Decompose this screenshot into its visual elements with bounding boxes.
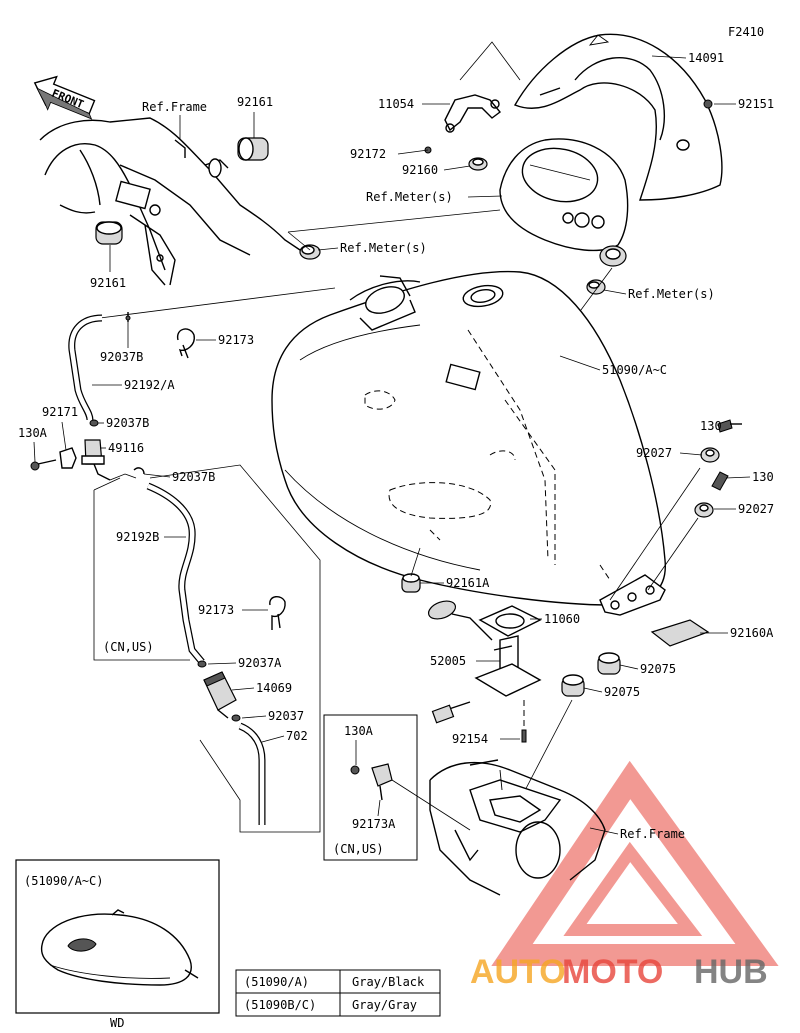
table-row-1-color: Gray/Black: [352, 975, 425, 989]
label-92037: 92037: [268, 709, 304, 723]
label-ref-frame-bottom: Ref.Frame: [620, 827, 685, 841]
label-ref-meter-3: Ref.Meter(s): [628, 287, 715, 301]
label-ref-frame-top: Ref.Frame: [142, 100, 207, 114]
hose-702: [238, 722, 266, 825]
label-92173-2: 92173: [198, 603, 234, 617]
label-92037B-1: 92037B: [100, 350, 143, 364]
table-row-1-code: (51090/A): [244, 975, 309, 989]
clamp-92173-2: [269, 596, 286, 630]
bracket-11054: [444, 94, 502, 133]
table-row-2-code: (51090B/C): [244, 998, 316, 1012]
label-92161-left: 92161: [90, 276, 126, 290]
bolt-130-1: [717, 419, 742, 433]
label-92075-1: 92075: [640, 662, 676, 676]
label-92160A: 92160A: [730, 626, 774, 640]
inset-caption: WD: [110, 1016, 124, 1030]
label-92192B: 92192B: [116, 530, 159, 544]
label-ref-meter-2: Ref.Meter(s): [340, 241, 427, 255]
label-14069: 14069: [256, 681, 292, 695]
label-92172: 92172: [350, 147, 386, 161]
clip-92037B-3: [133, 467, 145, 475]
label-14091: 14091: [688, 51, 724, 65]
separator-49116: [81, 439, 111, 481]
label-92037B-3: 92037B: [172, 470, 215, 484]
label-51090: 51090/A~C: [602, 363, 667, 377]
hose-92192A: [68, 314, 103, 421]
label-702: 702: [286, 729, 308, 743]
clip-92037A: [197, 660, 207, 668]
watermark-text: AUTO MOTO HUB: [470, 953, 768, 991]
clip-92037: [231, 714, 241, 722]
inset-title: (51090/A~C): [24, 874, 103, 888]
filter-14069: [203, 671, 237, 719]
grommet-ref-meter-right: [586, 279, 606, 295]
holder-92171: [59, 447, 77, 469]
label-92037A: 92037A: [238, 656, 282, 670]
label-92161-top: 92161: [237, 95, 273, 109]
label-ref-meter-1: Ref.Meter(s): [366, 190, 453, 204]
label-92173-1: 92173: [218, 333, 254, 347]
damper-92161-left: [95, 221, 123, 245]
grommet-ref-meter-left: [299, 244, 321, 260]
damper-92161-top: [237, 137, 269, 161]
label-130-1: 130: [700, 419, 722, 433]
watermark-hub: HUB: [694, 953, 768, 991]
label-92171: 92171: [42, 405, 78, 419]
label-130A-2: 130A: [344, 724, 374, 738]
label-92037B-2: 92037B: [106, 416, 149, 430]
label-cn-us-2: (CN,US): [333, 842, 384, 856]
grommet-92160: [468, 157, 488, 171]
cn-us-box: [323, 714, 418, 861]
pad-92160A: [650, 619, 710, 647]
table-row-2-color: Gray/Gray: [352, 998, 417, 1012]
label-92027-1: 92027: [636, 446, 672, 460]
label-130-2: 130: [752, 470, 774, 484]
washer-92027-2: [694, 502, 714, 518]
label-11060: 11060: [544, 612, 580, 626]
clamp-92173-1: [176, 328, 195, 359]
watermark-logo: [491, 760, 779, 966]
front-arrow-icon: FRONT: [33, 75, 96, 120]
damper-92075-1: [597, 652, 621, 675]
hose-92192B: [146, 482, 205, 665]
color-table: (51090/A) Gray/Black (51090B/C) Gray/Gra…: [235, 969, 441, 1017]
label-92173A: 92173A: [352, 817, 396, 831]
fuel-pump-52005: [427, 600, 542, 724]
label-cn-us-1: (CN,US): [103, 640, 154, 654]
label-11054: 11054: [378, 97, 414, 111]
clip-92037B-2: [89, 419, 99, 427]
frame-top: [39, 117, 301, 286]
figure-code: F2410: [728, 25, 764, 39]
label-92027-2: 92027: [738, 502, 774, 516]
screw-92154: [521, 700, 527, 743]
label-92161A: 92161A: [446, 576, 490, 590]
frame-bottom: [429, 759, 606, 896]
meter-assembly: [499, 138, 629, 267]
inset-box: [15, 859, 220, 1014]
label-52005: 52005: [430, 654, 466, 668]
label-92075-2: 92075: [604, 685, 640, 699]
bolt-92151: [703, 99, 713, 109]
label-92160: 92160: [402, 163, 438, 177]
clip-92037B-1: [125, 312, 131, 322]
fuel-tank-51090: [271, 270, 666, 616]
watermark-moto: MOTO: [562, 953, 663, 991]
meter-cover-14091: [513, 33, 723, 201]
watermark-auto: AUTO: [470, 953, 566, 991]
label-92151: 92151: [738, 97, 774, 111]
label-130A-1: 130A: [18, 426, 48, 440]
damper-92075-2: [561, 674, 585, 697]
washer-92027-1: [700, 447, 720, 463]
label-92192A: 92192/A: [124, 378, 175, 392]
bolt-130-2: [711, 471, 729, 491]
label-92154: 92154: [452, 732, 488, 746]
damper-92161A: [401, 573, 421, 593]
gasket-11060: [478, 605, 542, 637]
label-49116: 49116: [108, 441, 144, 455]
